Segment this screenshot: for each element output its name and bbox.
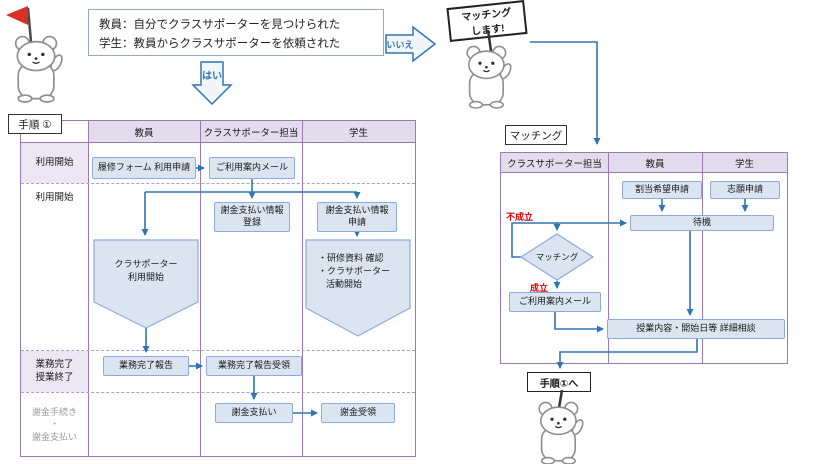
red-flag-icon — [6, 6, 28, 25]
to-step1-text: 手順①へ — [539, 378, 579, 390]
matching-tag-text: マッチング — [509, 129, 563, 142]
procedure-header-student: 学生 — [302, 121, 415, 142]
header-label: クラスサポーター担当 — [507, 158, 602, 170]
row-label-text: 業務完了 — [35, 358, 74, 370]
node-text: 利用開始 — [127, 272, 164, 283]
condition-line-student: 学生：教員からクラスサポーターを依頼された — [99, 37, 341, 50]
node-detail-consultation: 授業内容・開始日等 詳細相談 — [607, 319, 785, 339]
node-text: ・研修資料 確認 — [318, 253, 384, 263]
column-divider — [88, 120, 89, 457]
node-text: 志願申請 — [726, 184, 763, 195]
node-guide-mail: ご利用案内メール — [209, 157, 295, 179]
row-label-text: 謝金手続き — [31, 407, 77, 418]
column-divider — [302, 120, 303, 457]
yes-label: はい — [202, 71, 222, 82]
matching-tag: マッチング — [505, 125, 567, 145]
condition-box: 教員：自分でクラスサポーターを見つけられた 学生：教員からクラスサポーターを依頼… — [88, 9, 384, 56]
header-label: 教員 — [134, 127, 154, 139]
node-pay-receive: 謝金受領 — [321, 403, 395, 423]
header-divider — [20, 142, 416, 143]
node-text: 申請 — [347, 217, 366, 227]
node-text: ご利用案内メール — [518, 296, 591, 307]
row-label-text: 謝金支払い — [31, 431, 77, 442]
procedure-header-staff: クラスサポーター担当 — [200, 121, 302, 142]
node-supporter-start: クラサポーター 利用開始 — [94, 258, 198, 284]
node-text: 待機 — [692, 217, 711, 228]
procedure-header-teacher: 教員 — [88, 121, 200, 142]
matching-header-staff: クラスサポーター担当 — [501, 153, 608, 172]
row-divider — [21, 392, 415, 393]
row-label-payment: 謝金手続き ・ 謝金支払い — [21, 393, 88, 456]
node-text: 登録 — [242, 217, 261, 227]
branch-success-label: 成立 — [530, 283, 549, 293]
node-pay-info-register: 謝金支払い情報 登録 — [214, 202, 290, 232]
node-pay-info-apply: 謝金支払い情報 申請 — [317, 202, 397, 232]
to-step1-sign: 手順①へ — [527, 372, 591, 392]
row-label-work-complete: 業務完了 授業終了 — [21, 351, 88, 392]
procedure-tag-text: 手順 ① — [18, 118, 52, 131]
node-text: 謝金支払い情報 — [325, 205, 389, 216]
node-matching-guide-mail: ご利用案内メール — [509, 292, 601, 312]
matching-header-teacher: 教員 — [608, 153, 702, 172]
node-text: 業務完了報告 — [118, 360, 173, 371]
node-text: 活動開始 — [326, 279, 363, 290]
node-text: 業務完了報告受領 — [217, 360, 290, 371]
header-label: クラスサポーター担当 — [203, 127, 299, 139]
header-label: 教員 — [645, 158, 665, 170]
mascot-bear-step1 — [538, 390, 586, 464]
row-label-text: ・ — [49, 419, 59, 430]
column-divider — [608, 152, 609, 364]
node-text: 履修フォーム 利用申請 — [97, 162, 191, 173]
node-work-report: 業務完了報告 — [103, 356, 189, 376]
node-text: ・クラサポーター — [318, 266, 391, 277]
matching-header-student: 学生 — [702, 153, 787, 172]
node-text: 謝金支払い — [231, 407, 277, 418]
node-pay: 謝金支払い — [215, 403, 293, 423]
column-divider — [200, 120, 201, 457]
header-label: 学生 — [348, 127, 368, 139]
node-student-start: ・研修資料 確認 ・クラサポーター 活動開始 — [306, 252, 410, 291]
mascot-bear-flag — [6, 6, 66, 103]
node-text: 割当希望申請 — [634, 184, 689, 195]
mascot-bear-matching — [466, 29, 514, 109]
header-divider — [500, 172, 788, 173]
column-divider — [702, 152, 703, 364]
row-label-use-start-2: 利用開始 — [21, 186, 88, 210]
node-wait: 待機 — [630, 215, 774, 231]
row-divider — [21, 183, 415, 184]
condition-line-teacher: 教員：自分でクラスサポーターを見つけられた — [99, 19, 341, 31]
node-text: 謝金支払い情報 — [220, 205, 284, 216]
node-assign-request: 割当希望申請 — [622, 181, 702, 199]
node-text: クラサポーター — [114, 259, 178, 269]
row-label-use-start-1: 利用開始 — [21, 143, 88, 183]
header-label: 学生 — [734, 158, 754, 170]
row-divider — [21, 350, 415, 351]
node-volunteer-request: 志願申請 — [710, 181, 780, 199]
node-text: マッチング — [535, 252, 579, 262]
procedure-tag: 手順 ① — [8, 114, 62, 134]
row-label-text: 利用開始 — [35, 156, 74, 168]
no-label: いいえ — [386, 40, 414, 50]
node-work-report-receive: 業務完了報告受領 — [206, 356, 302, 376]
node-matching-decision: マッチング — [522, 251, 592, 263]
node-text: 謝金受領 — [339, 407, 376, 418]
branch-fail-label: 不成立 — [506, 212, 534, 222]
row-label-text: 利用開始 — [35, 191, 74, 203]
node-text: ご利用案内メール — [215, 162, 288, 173]
node-use-application: 履修フォーム 利用申請 — [92, 157, 196, 179]
node-text: 授業内容・開始日等 詳細相談 — [636, 323, 756, 334]
row-label-text: 授業終了 — [35, 371, 74, 383]
